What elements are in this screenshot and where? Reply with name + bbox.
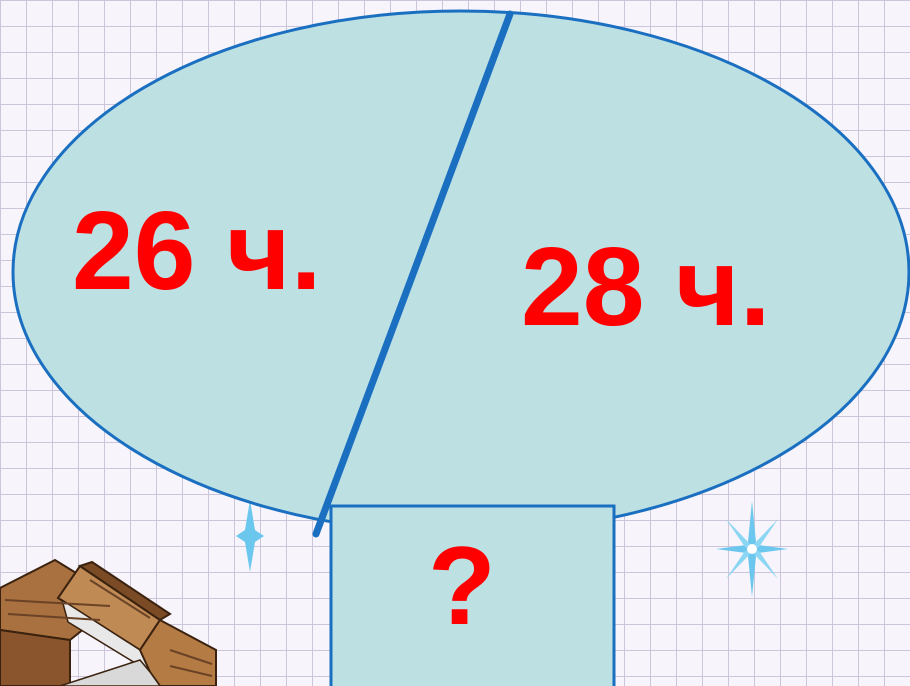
wooden-blocks-icon <box>0 558 217 686</box>
left-part-label: 26 ч. <box>72 189 322 313</box>
sparkle-icon-small <box>236 500 264 572</box>
question-box <box>329 504 616 686</box>
sparkle-icon <box>716 501 788 597</box>
right-part-label: 28 ч. <box>521 225 771 349</box>
question-mark: ? <box>428 524 496 648</box>
part-divider-line <box>312 10 514 538</box>
